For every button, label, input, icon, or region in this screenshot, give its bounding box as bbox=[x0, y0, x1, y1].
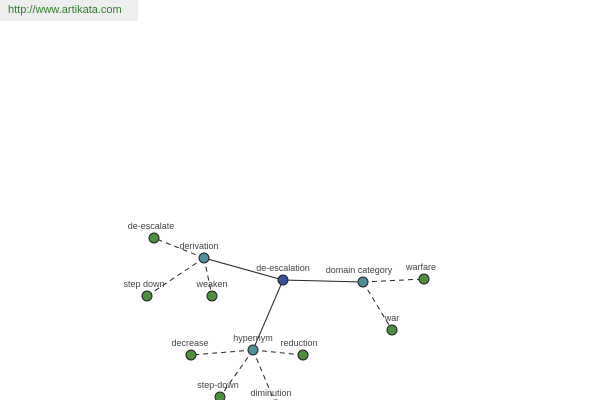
node-diminution[interactable]: diminution bbox=[250, 388, 292, 400]
node-hypernym[interactable]: hypernym bbox=[233, 333, 273, 356]
edge-domain-category-to-war bbox=[362, 281, 393, 331]
edge-derivation-to-weaken bbox=[203, 257, 213, 297]
edge-domain-category-to-warfare bbox=[362, 278, 425, 283]
node-domain-category[interactable]: domain category bbox=[326, 265, 393, 288]
node-label-weaken[interactable]: weaken bbox=[195, 279, 227, 289]
node-label-step-down-1[interactable]: step down bbox=[123, 279, 164, 289]
node-decrease[interactable]: decrease bbox=[171, 338, 209, 361]
node-dot-derivation[interactable] bbox=[198, 252, 210, 264]
node-label-domain-category[interactable]: domain category bbox=[326, 265, 393, 275]
node-step-down-1[interactable]: step down bbox=[123, 279, 165, 302]
edge-hypernym-to-diminution bbox=[252, 349, 275, 400]
node-warfare[interactable]: warfare bbox=[405, 262, 436, 285]
edge-derivation-to-step-down-1 bbox=[146, 257, 205, 297]
node-label-decrease[interactable]: decrease bbox=[171, 338, 208, 348]
node-label-de-escalation[interactable]: de-escalation bbox=[256, 263, 310, 273]
edges-layer bbox=[146, 237, 425, 400]
node-dot-de-escalate[interactable] bbox=[148, 232, 160, 244]
edge-de-escalation-to-domain-category bbox=[282, 279, 364, 283]
node-dot-decrease[interactable] bbox=[185, 349, 197, 361]
node-label-reduction[interactable]: reduction bbox=[280, 338, 317, 348]
node-reduction[interactable]: reduction bbox=[280, 338, 318, 361]
node-dot-domain-category[interactable] bbox=[357, 276, 369, 288]
node-dot-weaken[interactable] bbox=[206, 290, 218, 302]
node-label-warfare[interactable]: warfare bbox=[405, 262, 436, 272]
edge-hypernym-to-step-down-2 bbox=[219, 349, 254, 398]
node-dot-warfare[interactable] bbox=[418, 273, 430, 285]
node-label-de-escalate[interactable]: de-escalate bbox=[128, 221, 175, 231]
node-derivation[interactable]: derivation bbox=[179, 241, 219, 264]
nodes-layer: de-escalation derivation domain category hy… bbox=[123, 221, 436, 400]
node-de-escalate[interactable]: de-escalate bbox=[128, 221, 175, 244]
node-label-derivation[interactable]: derivation bbox=[179, 241, 218, 251]
node-label-step-down-2[interactable]: step-down bbox=[197, 380, 239, 390]
node-dot-war[interactable] bbox=[386, 324, 398, 336]
url-bar: http://www.artikata.com bbox=[0, 0, 138, 21]
node-weaken[interactable]: weaken bbox=[195, 279, 228, 302]
edge-hypernym-to-decrease bbox=[190, 349, 254, 356]
edge-hypernym-to-reduction bbox=[252, 349, 304, 356]
node-war[interactable]: war bbox=[384, 313, 400, 336]
node-de-escalation[interactable]: de-escalation bbox=[256, 263, 310, 286]
site-url-link[interactable]: http://www.artikata.com bbox=[8, 4, 122, 16]
node-label-hypernym[interactable]: hypernym bbox=[233, 333, 273, 343]
edge-de-escalation-to-hypernym bbox=[252, 279, 284, 351]
edge-de-escalation-to-derivation bbox=[203, 257, 284, 281]
node-dot-step-down-1[interactable] bbox=[141, 290, 153, 302]
node-dot-reduction[interactable] bbox=[297, 349, 309, 361]
node-dot-step-down-2[interactable] bbox=[214, 391, 226, 400]
node-step-down-2[interactable]: step-down bbox=[197, 380, 239, 400]
node-label-war[interactable]: war bbox=[384, 313, 400, 323]
node-dot-de-escalation[interactable] bbox=[277, 274, 289, 286]
node-label-diminution[interactable]: diminution bbox=[250, 388, 291, 398]
node-dot-hypernym[interactable] bbox=[247, 344, 259, 356]
